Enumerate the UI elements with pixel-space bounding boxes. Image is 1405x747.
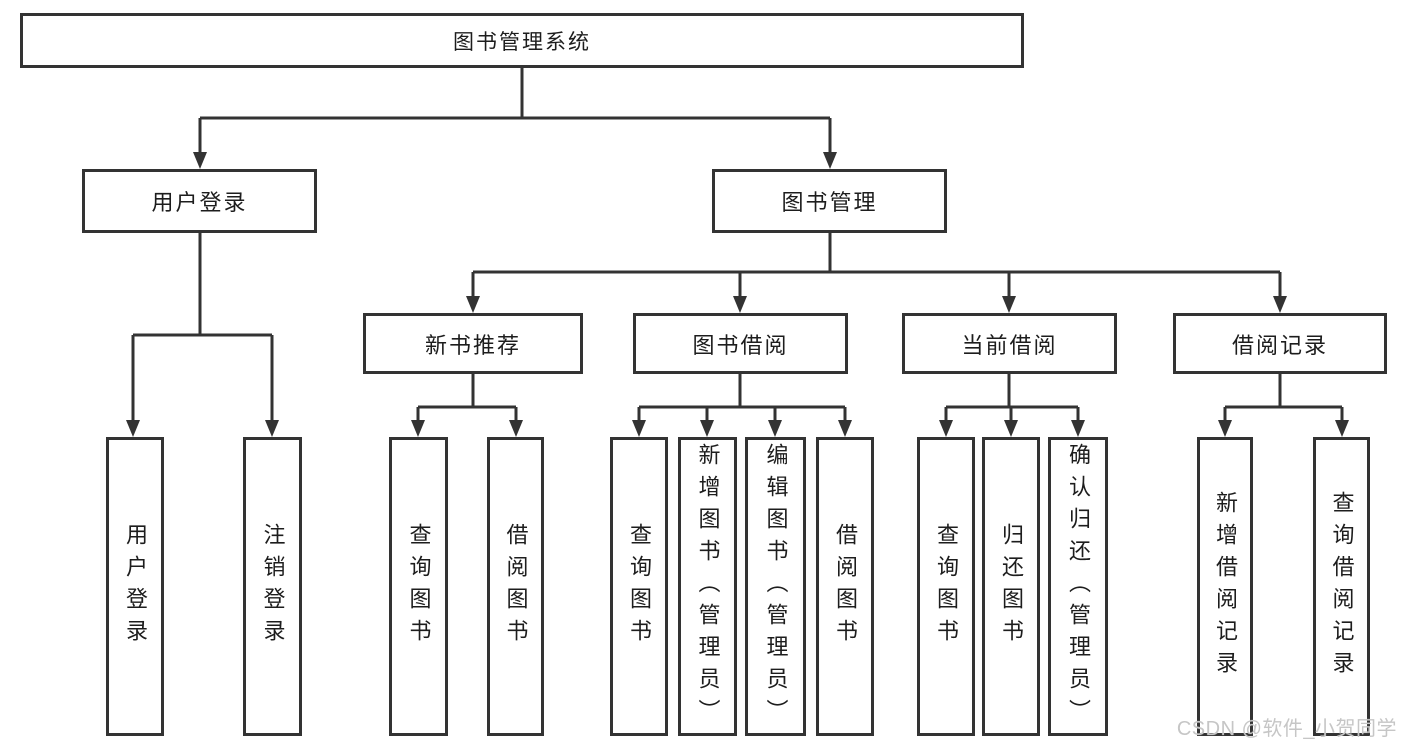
node-new-book-recommend: 新书推荐 — [363, 313, 583, 374]
node-new-book-recommend-label: 新书推荐 — [424, 332, 521, 358]
leaf-query-books-current: 查询图书 — [917, 437, 975, 736]
leaf-query-books-recommend: 查询图书 — [389, 437, 448, 736]
leaf-logout-label: 注销登录 — [260, 522, 286, 651]
leaf-query-books-current-label: 查询图书 — [934, 522, 959, 651]
leaf-borrow-books-recommend: 借阅图书 — [487, 437, 544, 736]
csdn-watermark: CSDN @软件_小贺同学 — [1176, 718, 1397, 740]
node-book-borrowing: 图书借阅 — [633, 313, 848, 374]
node-user-login-label: 用户登录 — [151, 190, 248, 215]
leaf-borrow-books-recommend-label: 借阅图书 — [503, 522, 529, 651]
node-book-borrowing-label: 图书借阅 — [692, 332, 789, 358]
arrowhead-icons — [126, 152, 1349, 437]
node-user-login: 用户登录 — [82, 169, 317, 233]
leaf-return-book-label: 归还图书 — [999, 522, 1024, 651]
leaf-confirm-return-admin: 确认归还（管理员） — [1048, 437, 1108, 736]
node-borrowing-records-label: 借阅记录 — [1231, 332, 1328, 358]
leaf-query-borrow-record-label: 查询借阅记录 — [1329, 490, 1355, 683]
leaf-edit-book-admin: 编辑图书（管理员） — [745, 437, 806, 736]
leaf-add-book-admin-label: 新增图书（管理员） — [695, 442, 721, 731]
node-library-management-system-label: 图书管理系统 — [453, 30, 591, 54]
leaf-query-books-borrowing: 查询图书 — [610, 437, 668, 736]
leaf-user-login-label: 用户登录 — [123, 522, 148, 651]
leaf-query-borrow-record: 查询借阅记录 — [1313, 437, 1370, 736]
leaf-borrow-books-borrowing-label: 借阅图书 — [833, 522, 858, 651]
leaf-query-books-recommend-label: 查询图书 — [406, 522, 432, 651]
leaf-query-books-borrowing-label: 查询图书 — [627, 522, 652, 651]
leaf-borrow-books-borrowing: 借阅图书 — [816, 437, 874, 736]
leaf-add-book-admin: 新增图书（管理员） — [678, 437, 737, 736]
node-library-management-system: 图书管理系统 — [20, 13, 1024, 68]
node-borrowing-records: 借阅记录 — [1173, 313, 1387, 374]
leaf-user-login: 用户登录 — [106, 437, 164, 736]
leaf-add-borrow-record-label: 新增借阅记录 — [1213, 490, 1238, 683]
leaf-add-borrow-record: 新增借阅记录 — [1197, 437, 1253, 736]
node-current-borrowing-label: 当前借阅 — [961, 332, 1058, 358]
leaf-return-book: 归还图书 — [982, 437, 1040, 736]
node-current-borrowing: 当前借阅 — [902, 313, 1117, 374]
leaf-edit-book-admin-label: 编辑图书（管理员） — [763, 442, 789, 731]
leaf-logout: 注销登录 — [243, 437, 302, 736]
node-book-management-label: 图书管理 — [781, 190, 878, 215]
leaf-confirm-return-admin-label: 确认归还（管理员） — [1066, 442, 1091, 731]
node-book-management: 图书管理 — [712, 169, 947, 233]
